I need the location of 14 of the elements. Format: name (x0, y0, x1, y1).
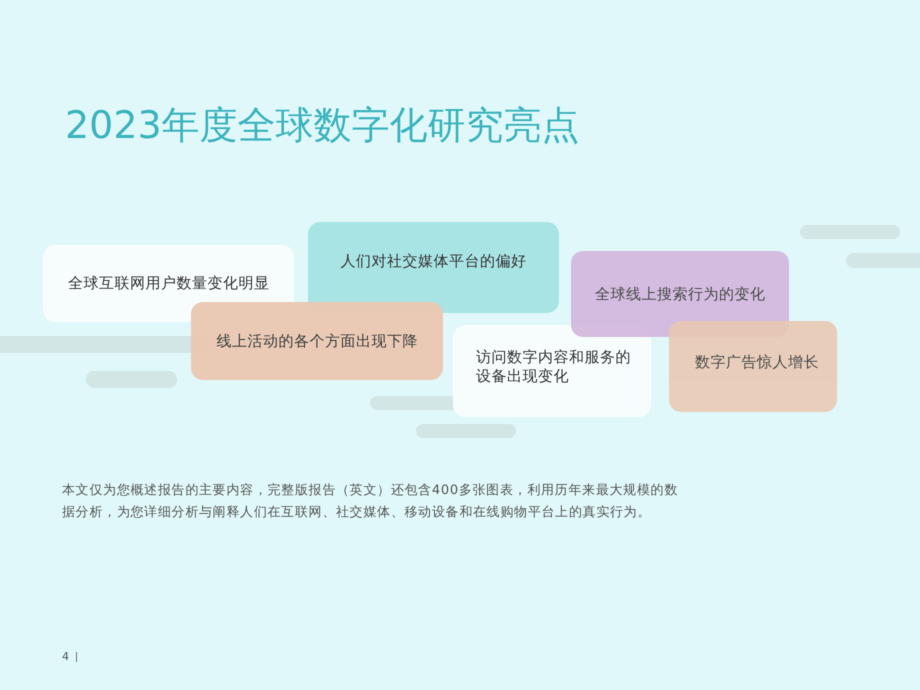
highlight-card (571, 251, 789, 337)
card-text: 全球互联网用户数量变化明显 (68, 274, 270, 293)
page-number: 4 (62, 650, 69, 664)
card-text: 数字广告惊人增长 (695, 353, 819, 372)
summary-paragraph: 本文仅为您概述报告的主要内容，完整版报告（英文）还包含400多张图表，利用历年来最大规模的数据分析，为您详细分析与阐释人们在互联网、社交媒体、移动设备和在线购物平台上的真实行为。 (62, 482, 680, 522)
highlight-card (308, 222, 559, 313)
card-text: 线上活动的各个方面出现下降 (216, 332, 418, 350)
highlight-card (669, 321, 837, 412)
highlight-card (453, 325, 651, 417)
card-text: 人们对社交媒体平台的偏好 (340, 252, 526, 271)
slide-title: 2023年度全球数字化研究亮点 (65, 102, 580, 149)
card-text: 访问数字内容和服务的设备出现变化 (476, 348, 632, 386)
highlight-card (191, 302, 443, 380)
card-text: 全球线上搜索行为的变化 (594, 284, 766, 304)
